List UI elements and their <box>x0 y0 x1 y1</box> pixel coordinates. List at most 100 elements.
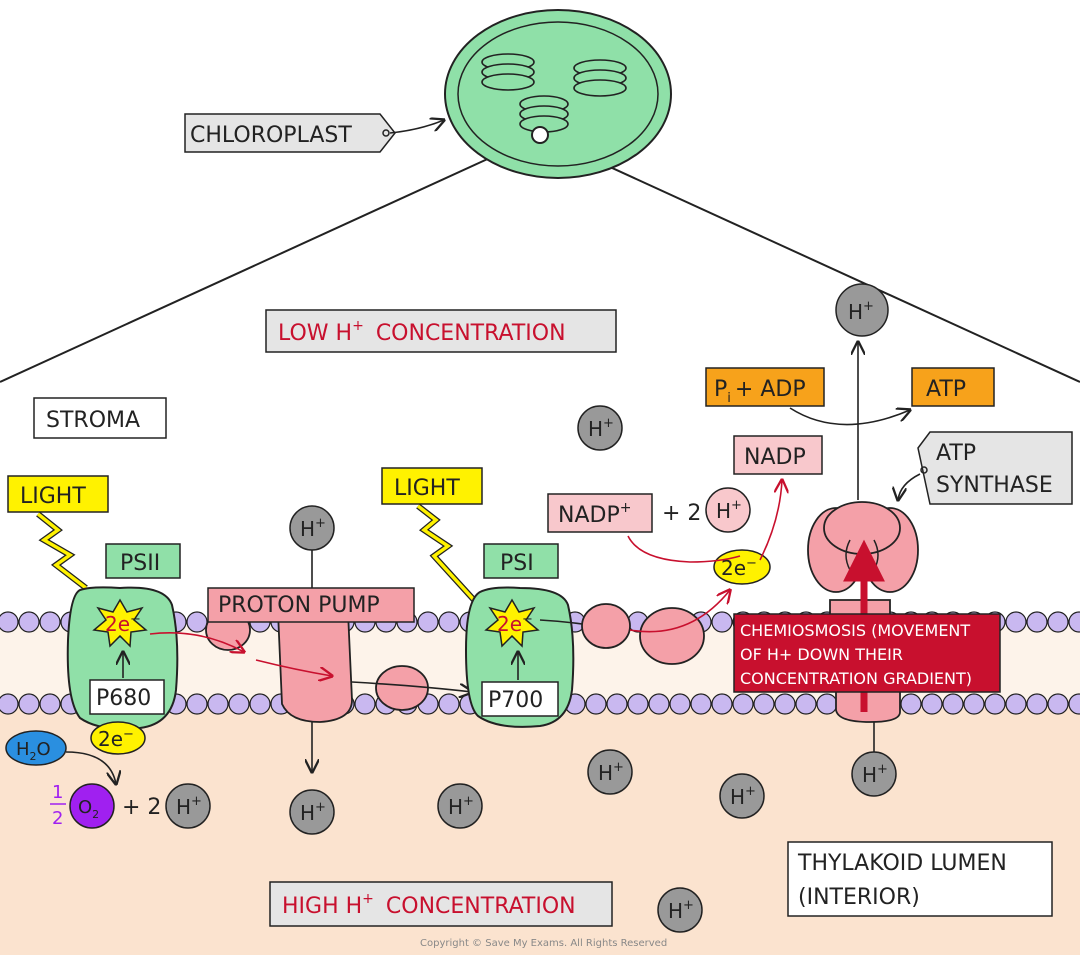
membrane-bead <box>753 693 775 715</box>
electron-pair-psii <box>90 721 146 755</box>
chloroplast-label: CHLOROPLAST <box>184 113 444 153</box>
svg-text:H+: H+ <box>448 794 474 819</box>
svg-text:CONCENTRATION GRADIENT): CONCENTRATION GRADIENT) <box>740 669 972 688</box>
nadph-label: NADP <box>733 435 823 475</box>
proton-ion-synthase <box>851 751 897 797</box>
svg-text:PROTON PUMP: PROTON PUMP <box>218 593 380 618</box>
proton-ion-stroma <box>577 405 623 451</box>
proton-ion-nadp <box>705 487 751 533</box>
svg-text:H+: H+ <box>668 898 694 923</box>
chemiosmosis-label: CHEMIOSMOSIS (MOVEMENT OF H+ DOWN THEIR … <box>733 613 1001 693</box>
membrane-bead <box>942 693 964 715</box>
svg-text:2: 2 <box>52 808 63 829</box>
membrane-bead <box>816 693 838 715</box>
electron-path-1 <box>149 632 244 652</box>
carrier-protein <box>375 665 429 711</box>
membrane-bead <box>18 611 40 633</box>
svg-text:2e−: 2e− <box>497 612 533 636</box>
ferredoxin-2 <box>639 607 705 665</box>
membrane-bead <box>18 693 40 715</box>
svg-text:LOW H+CONCENTRATION: LOW H+CONCENTRATION <box>278 318 566 346</box>
membrane-bead <box>585 693 607 715</box>
membrane-bead <box>186 693 208 715</box>
light-label-1: LIGHT <box>7 475 109 513</box>
zoom-line-right <box>539 134 1080 383</box>
atp-synthase-label: ATP SYNTHASE <box>898 431 1073 505</box>
svg-text:H+: H+ <box>730 784 756 809</box>
membrane-bead <box>711 693 733 715</box>
membrane-bead <box>606 693 628 715</box>
electron-path-5 <box>629 590 730 633</box>
membrane-bead <box>39 693 61 715</box>
high-concentration-label: HIGH H+CONCENTRATION <box>269 881 613 927</box>
proton-ion-exit <box>835 283 889 337</box>
svg-text:LIGHT: LIGHT <box>20 484 86 509</box>
low-concentration-label: LOW H+CONCENTRATION <box>265 309 617 353</box>
membrane-bead <box>438 611 460 633</box>
membrane-bead <box>711 611 733 633</box>
membrane-bead <box>963 693 985 715</box>
svg-text:2e−: 2e− <box>105 612 141 636</box>
membrane-bead <box>0 611 19 633</box>
svg-text:P700: P700 <box>488 688 543 713</box>
p700-label: P700 <box>481 681 559 717</box>
membrane-bead <box>1005 693 1027 715</box>
water-molecule <box>5 730 67 766</box>
proton-pump-label <box>207 587 415 623</box>
membrane-bead <box>690 693 712 715</box>
svg-text:PSI: PSI <box>500 551 534 576</box>
light-label-2: LIGHT <box>381 467 483 505</box>
membrane-bead <box>249 693 271 715</box>
svg-text:STROMA: STROMA <box>46 408 140 433</box>
nadp-reaction-line <box>627 535 741 563</box>
svg-text:+ 2: + 2 <box>662 501 701 526</box>
excited-star-icon-1 <box>92 598 148 648</box>
svg-text:H+: H+ <box>716 498 742 523</box>
membrane-bead <box>438 693 460 715</box>
membrane-bead <box>0 693 19 715</box>
svg-text:(INTERIOR): (INTERIOR) <box>798 885 920 910</box>
membrane-bead <box>1068 611 1080 633</box>
svg-text:ATP: ATP <box>936 441 976 466</box>
nadp-plus-label: NADP+ <box>547 493 653 533</box>
lumen-ions: H+ H+ H+ H+ <box>437 749 765 933</box>
membrane-bead <box>774 693 796 715</box>
svg-text:H+: H+ <box>300 800 326 825</box>
membrane-bead <box>186 611 208 633</box>
membrane-bead <box>1047 611 1069 633</box>
svg-text:H+: H+ <box>598 760 624 785</box>
membrane-bead <box>900 693 922 715</box>
arrow-water-split <box>65 751 116 784</box>
svg-text:H+: H+ <box>848 299 874 324</box>
membrane-bead <box>1005 611 1027 633</box>
membrane-bead <box>669 693 691 715</box>
membrane-bead <box>648 693 670 715</box>
svg-text:H+: H+ <box>588 416 614 441</box>
membrane-bead <box>354 693 376 715</box>
svg-text:Pi+ ADP: Pi+ ADP <box>714 377 806 406</box>
p680-label: P680 <box>89 679 165 715</box>
electron-path-3 <box>351 681 472 692</box>
chloroplast-icon <box>444 9 672 179</box>
membrane-bead <box>921 693 943 715</box>
electron-path-2 <box>255 659 332 676</box>
zoom-line-left <box>0 134 541 383</box>
svg-text:OF H+ DOWN THEIR: OF H+ DOWN THEIR <box>740 645 903 664</box>
membrane-bead <box>207 693 229 715</box>
svg-text:SYNTHASE: SYNTHASE <box>936 473 1053 498</box>
svg-text:P680: P680 <box>96 686 151 711</box>
ferredoxin-1 <box>581 603 631 649</box>
excited-star-icon-2 <box>484 598 540 648</box>
proton-ion-water <box>165 783 211 829</box>
membrane-bead <box>1047 693 1069 715</box>
psii-label: PSII <box>105 543 181 579</box>
membrane-bead <box>984 693 1006 715</box>
proton-pump: PROTON PUMP <box>205 587 415 723</box>
membrane-bead <box>228 693 250 715</box>
chloroplast-text: CHLOROPLAST <box>190 123 352 148</box>
membrane-bead <box>1026 611 1048 633</box>
membrane-bead <box>417 611 439 633</box>
membrane-bead <box>732 693 754 715</box>
